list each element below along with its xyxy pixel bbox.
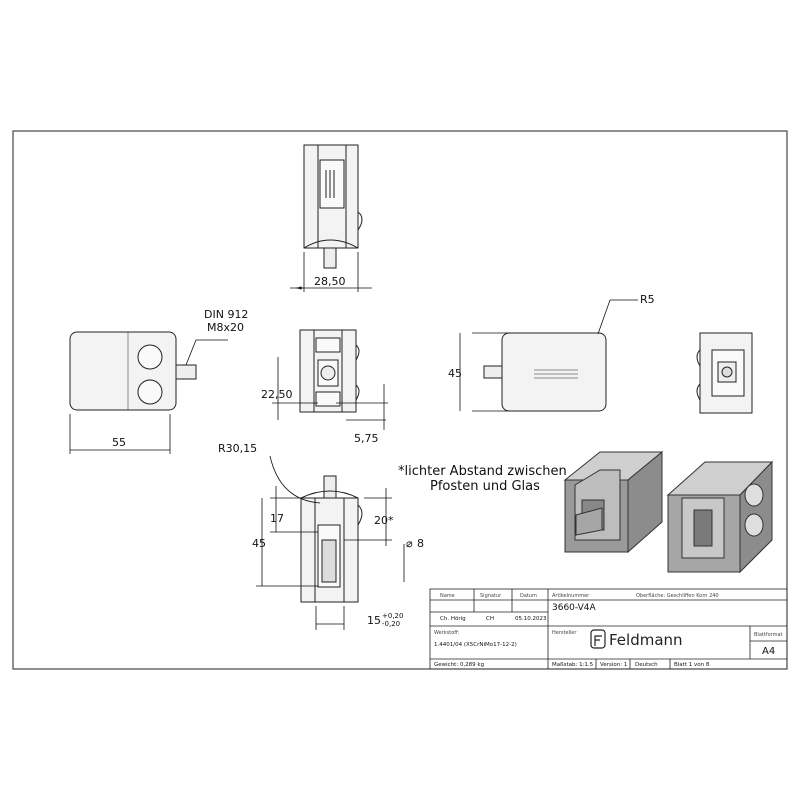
radius-large-label: R30,15 bbox=[218, 442, 257, 455]
tol-minus-label: -0,20 bbox=[382, 620, 400, 628]
tb-oberflaeche: Oberfläche: Geschliffen Korn 240 bbox=[636, 593, 719, 599]
tb-blattformat: A4 bbox=[762, 646, 775, 657]
right-radius-label: R5 bbox=[640, 293, 655, 306]
tb-version: Version: 1 bbox=[600, 662, 627, 668]
tb-gewicht: Gewicht: 0,289 kg bbox=[434, 662, 484, 668]
left-dim bbox=[69, 339, 228, 454]
iso-view-1 bbox=[563, 450, 664, 554]
tb-massstab: Maßstab: 1:1.5 bbox=[552, 662, 594, 668]
note-line-1: *lichter Abstand zwischen bbox=[398, 464, 567, 479]
tb-signatur-value: CH bbox=[486, 616, 494, 622]
tb-sprache: Deutsch bbox=[635, 662, 658, 668]
left-view bbox=[69, 331, 197, 411]
tb-name-header: Name bbox=[440, 593, 455, 599]
right-dim bbox=[459, 299, 638, 412]
diameter-symbol: ⌀ bbox=[406, 537, 413, 550]
bottom-view bbox=[300, 475, 363, 603]
tb-blattformat-label: Blattformat bbox=[754, 632, 783, 638]
tol-plus-label: +0,20 bbox=[382, 612, 403, 620]
mid-height-label: 22,50 bbox=[261, 388, 293, 401]
top-view bbox=[303, 144, 363, 269]
top-width-label: 28,50 bbox=[314, 275, 346, 288]
end-view bbox=[696, 332, 753, 414]
tb-datum-value: 05.10.2023 bbox=[515, 616, 547, 622]
tb-artikelnummer: 3660-V4A bbox=[552, 603, 597, 613]
tb-blatt: Blatt 1 von 8 bbox=[674, 662, 710, 668]
sheet-border bbox=[12, 130, 788, 670]
tb-signatur-header: Signatur bbox=[480, 593, 502, 599]
note-line-2: Pfosten und Glas bbox=[430, 479, 540, 494]
bottom-dia-label: 8 bbox=[417, 537, 424, 550]
right-height-label: 45 bbox=[448, 367, 462, 380]
thread-label-1: DIN 912 bbox=[204, 308, 248, 321]
bottom-15-label: 15 bbox=[367, 614, 381, 627]
tb-werkstoff: 1.4401/04 (X5CrNiMo17-12-2) bbox=[434, 642, 517, 648]
bottom-dim bbox=[256, 455, 405, 630]
tb-name-value: Ch. Hörig bbox=[440, 616, 466, 622]
middle-view bbox=[299, 329, 360, 413]
thread-label-2: M8x20 bbox=[207, 321, 244, 334]
bottom-45-label: 45 bbox=[252, 537, 266, 550]
feldmann-logo-icon bbox=[590, 629, 606, 649]
bottom-17-label: 17 bbox=[270, 512, 284, 525]
middle-dim bbox=[272, 357, 388, 430]
right-view bbox=[483, 332, 607, 412]
mid-offset-label: 5,75 bbox=[354, 432, 379, 445]
tb-datum-header: Datum bbox=[520, 593, 537, 599]
tb-brand: Feldmann bbox=[609, 631, 683, 649]
top-dim bbox=[290, 252, 372, 292]
title-block bbox=[429, 588, 788, 670]
bottom-20-label: 20* bbox=[374, 514, 394, 527]
iso-view-2 bbox=[666, 460, 774, 574]
tb-artikelnummer-label: Artikelnummer bbox=[552, 593, 590, 599]
left-width-label: 55 bbox=[112, 436, 126, 449]
tb-werkstoff-label: Werkstoff: bbox=[434, 630, 460, 636]
tb-hersteller-label: Hersteller bbox=[552, 630, 577, 636]
